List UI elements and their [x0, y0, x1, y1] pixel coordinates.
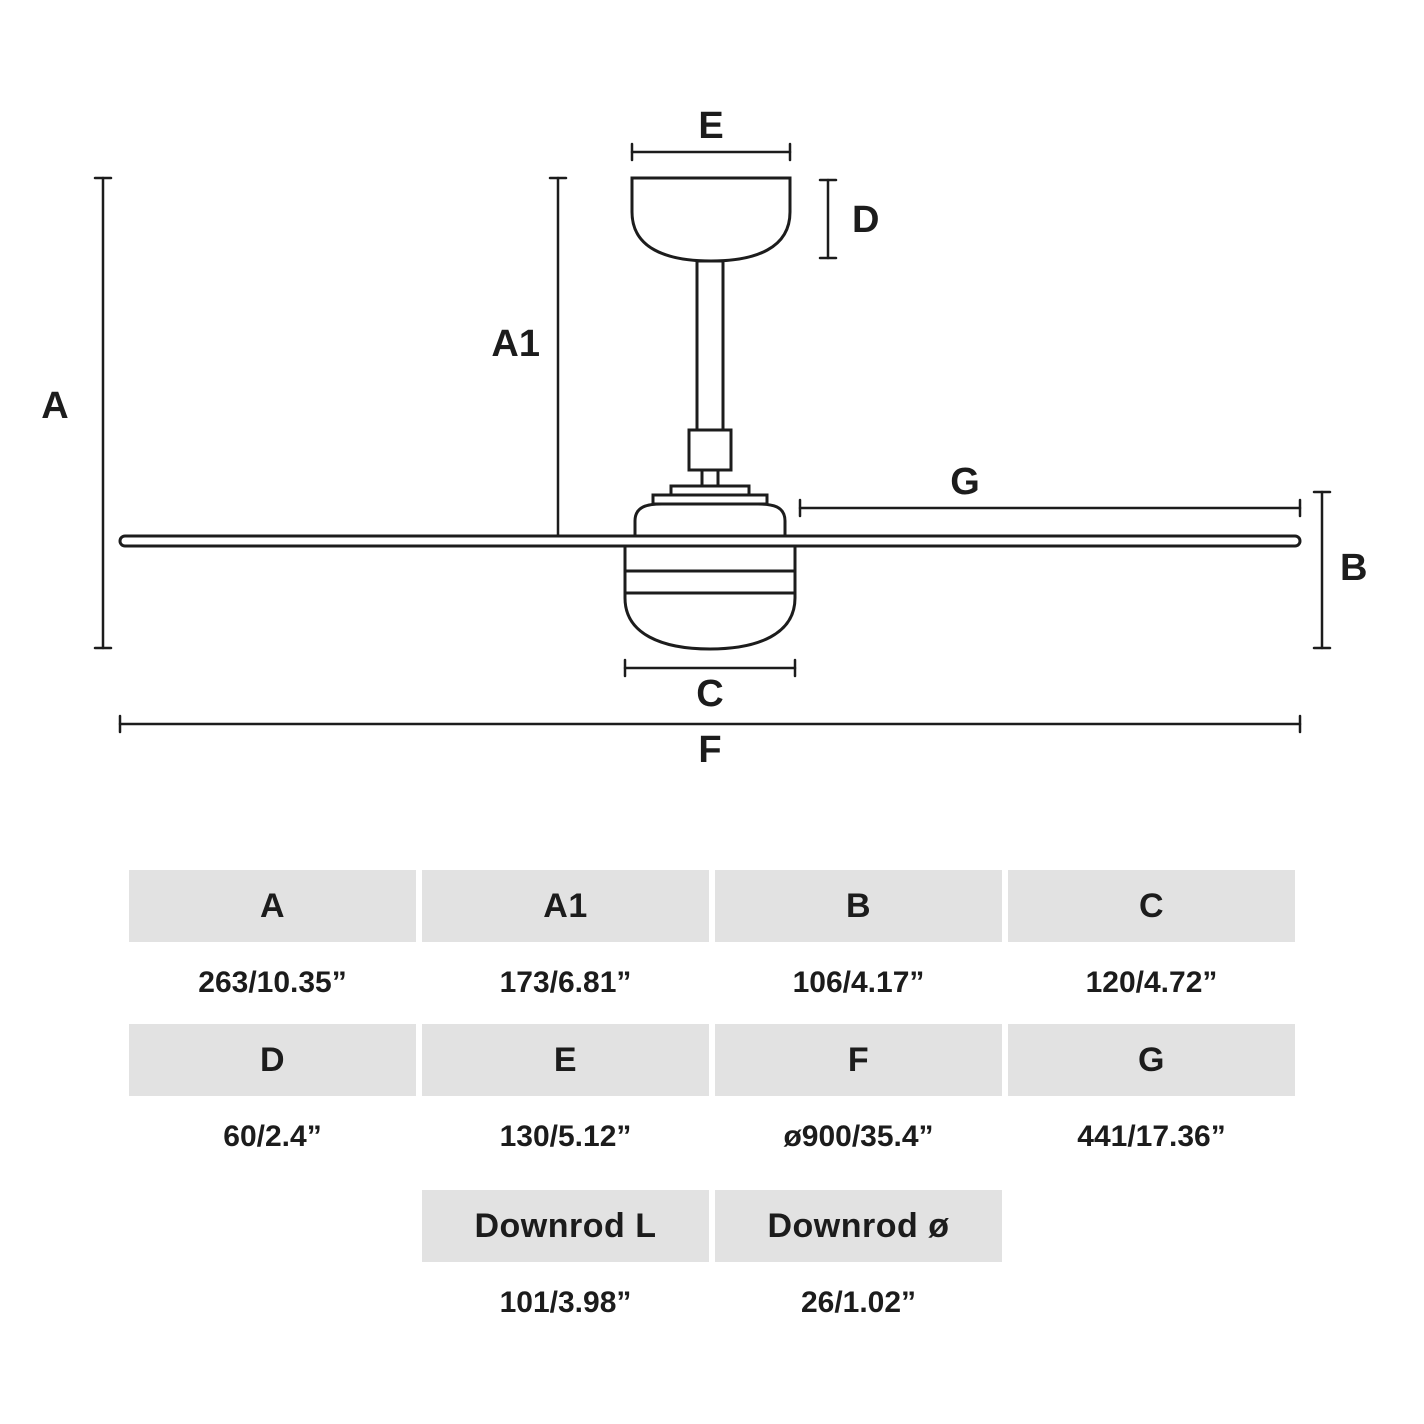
- table-header-C: C: [1008, 870, 1295, 942]
- dim-label-G: G: [950, 461, 980, 503]
- ceiling-canopy: [630, 176, 792, 263]
- table-header-G: G: [1008, 1024, 1295, 1096]
- light-kit: [623, 544, 797, 651]
- dimension-table-section-2: D E F G 60/2.4” 130/5.12” ø900/35.4” 441…: [129, 1024, 1295, 1172]
- dimension-line-A1: [548, 176, 568, 538]
- table-value-F: ø900/35.4”: [715, 1102, 1002, 1172]
- motor-neck: [700, 468, 720, 488]
- table-value-E: 130/5.12”: [422, 1102, 709, 1172]
- downrod-coupler: [687, 428, 733, 472]
- dimension-line-B: [1312, 490, 1332, 650]
- fan-blades: [118, 534, 1302, 548]
- dimension-line-D: [818, 178, 838, 260]
- table-value-D: 60/2.4”: [129, 1102, 416, 1172]
- table-header-E: E: [422, 1024, 709, 1096]
- dimension-labels: E D A1 A G B C F: [41, 105, 1367, 771]
- dimension-table-section-1: A A1 B C 263/10.35” 173/6.81” 106/4.17” …: [129, 870, 1295, 1018]
- table-value-A1: 173/6.81”: [422, 948, 709, 1018]
- dimension-line-G: [798, 498, 1302, 518]
- dim-label-B: B: [1340, 547, 1367, 589]
- downrod: [695, 259, 725, 432]
- dimension-line-F: [118, 714, 1302, 734]
- dim-label-F: F: [698, 729, 721, 771]
- fan-dimension-diagram: E D A1 A G B C F: [41, 105, 1367, 771]
- dimension-table-section-downrod: Downrod L Downrod ø 101/3.98” 26/1.02”: [129, 1190, 1295, 1338]
- table-value-A: 263/10.35”: [129, 948, 416, 1018]
- dim-label-A1: A1: [491, 323, 540, 365]
- dimension-line-A: [93, 176, 113, 650]
- dimension-lines: [93, 142, 1332, 734]
- fan-diagram-svg: E D A1 A G B C F: [41, 105, 1367, 771]
- dimension-line-C: [623, 658, 797, 678]
- table-header-A: A: [129, 870, 416, 942]
- table-header-downrod-length: Downrod L: [422, 1190, 709, 1262]
- fan-drawing: [118, 176, 1302, 651]
- table-value-B: 106/4.17”: [715, 948, 1002, 1018]
- table-header-F: F: [715, 1024, 1002, 1096]
- table-header-A1: A1: [422, 870, 709, 942]
- table-value-downrod-length: 101/3.98”: [422, 1268, 709, 1338]
- motor-housing: [633, 502, 787, 538]
- table-header-B: B: [715, 870, 1002, 942]
- dim-label-D: D: [852, 199, 879, 241]
- dimension-line-E: [630, 142, 792, 162]
- dim-label-C: C: [696, 673, 723, 715]
- dim-label-A: A: [41, 385, 68, 427]
- table-header-downrod-diameter: Downrod ø: [715, 1190, 1002, 1262]
- table-value-C: 120/4.72”: [1008, 948, 1295, 1018]
- table-header-D: D: [129, 1024, 416, 1096]
- table-value-G: 441/17.36”: [1008, 1102, 1295, 1172]
- table-value-downrod-diameter: 26/1.02”: [715, 1268, 1002, 1338]
- dim-label-E: E: [698, 105, 723, 147]
